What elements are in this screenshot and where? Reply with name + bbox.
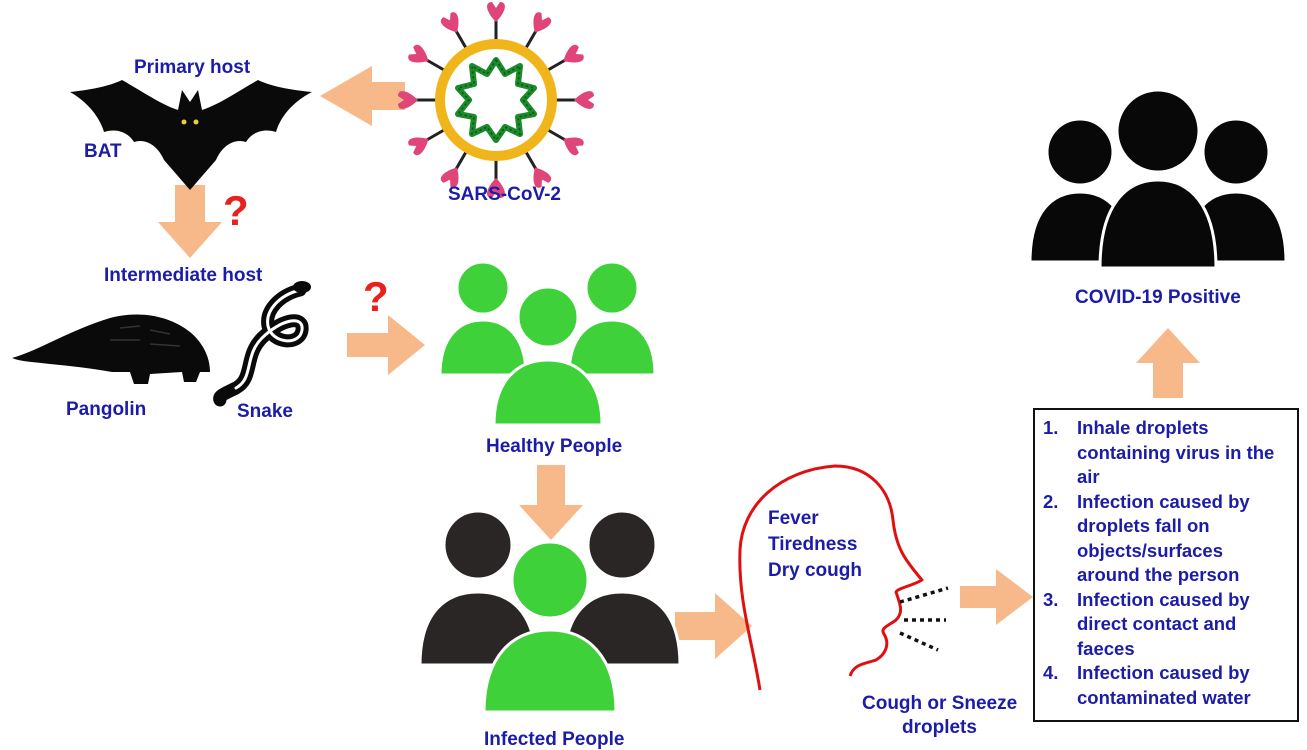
symptom-dry-cough: Dry cough [768, 560, 862, 581]
virus-label: SARS-CoV-2 [448, 184, 561, 205]
arrow-intermediate-to-healthy [347, 315, 425, 375]
intermediate-host-label: Intermediate host [104, 265, 263, 286]
transmission-list: 1. Inhale droplets containing virus in t… [1043, 416, 1289, 710]
transmission-text: Infection caused by contaminated water [1077, 662, 1251, 708]
face-outline-icon [738, 464, 924, 691]
transmission-number: 2. [1043, 490, 1059, 512]
symptom-fever: Fever [768, 508, 819, 529]
bat-label: BAT [84, 141, 122, 162]
transmission-item: 1. Inhale droplets containing virus in t… [1043, 416, 1289, 490]
arrow-bat-to-intermediate [158, 185, 222, 258]
covid-positive-label: COVID-19 Positive [1075, 287, 1241, 308]
virus-icon [396, 0, 596, 200]
bat-icon [70, 80, 312, 190]
question-mark-2: ? [363, 273, 389, 320]
cough-droplets-icon [899, 586, 949, 652]
transmission-box: 1. Inhale droplets containing virus in t… [1033, 408, 1299, 722]
symptom-tiredness: Tiredness [768, 534, 858, 555]
healthy-people-label: Healthy People [486, 436, 623, 457]
transmission-text: Infection caused by direct contact and f… [1077, 588, 1250, 659]
transmission-number: 1. [1043, 417, 1059, 438]
arrow-infected-to-face [675, 593, 752, 659]
arrow-box-to-covid [1136, 328, 1200, 398]
transmission-item: 4. Infection caused by contaminated wate… [1043, 661, 1289, 710]
snake-label: Snake [237, 401, 293, 422]
symptoms-list: Fever Tiredness Dry cough [768, 506, 862, 584]
transmission-item: 3. Infection caused by direct contact an… [1043, 588, 1289, 662]
arrow-droplets-to-box [960, 569, 1033, 625]
arrow-virus-to-bat [320, 66, 405, 126]
transmission-text: Infection caused by droplets fall on obj… [1077, 490, 1250, 586]
transmission-number: 3. [1043, 588, 1059, 610]
pangolin-icon [12, 314, 210, 384]
primary-host-label: Primary host [134, 57, 251, 78]
snake-icon [213, 281, 311, 407]
transmission-number: 4. [1043, 662, 1059, 683]
transmission-item: 2. Infection caused by droplets fall on … [1043, 490, 1289, 588]
covid-positive-people-icon [1028, 88, 1288, 270]
cough-label-line1: Cough or Sneeze [862, 693, 1018, 714]
arrow-healthy-to-infected [519, 465, 583, 540]
cough-label-line2: droplets [902, 717, 977, 738]
pangolin-label: Pangolin [66, 399, 147, 420]
infected-people-icon [418, 509, 682, 714]
healthy-people-icon [438, 260, 657, 427]
transmission-text: Inhale droplets containing virus in the … [1077, 417, 1275, 487]
infected-people-label: Infected People [484, 729, 625, 750]
question-mark-1: ? [223, 187, 249, 234]
